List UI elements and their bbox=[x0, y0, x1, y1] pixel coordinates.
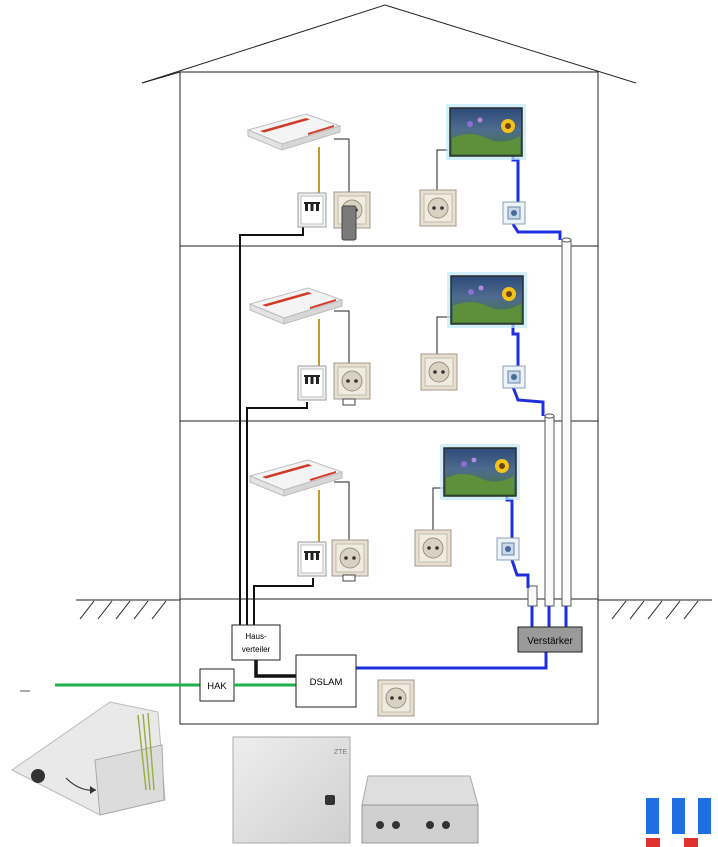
logo-icon bbox=[646, 798, 711, 847]
hausverteiler-box: Haus- verteiler bbox=[231, 624, 281, 661]
phone-socket-icon bbox=[297, 365, 327, 401]
outdoor-cabinet-icon: ZTE bbox=[232, 736, 351, 844]
roof bbox=[141, 4, 637, 84]
power-socket-icon bbox=[414, 529, 452, 567]
antenna-socket-icon bbox=[496, 537, 520, 561]
dslam-link bbox=[254, 660, 296, 678]
svg-text:Verstärker: Verstärker bbox=[527, 636, 573, 647]
antenna-socket-icon bbox=[502, 201, 526, 225]
plug-icon bbox=[342, 574, 356, 582]
power-socket-icon bbox=[420, 353, 458, 391]
router-icon bbox=[247, 113, 341, 151]
ground-hatching bbox=[76, 599, 712, 620]
svg-text:HAK: HAK bbox=[207, 681, 227, 692]
router-icon bbox=[249, 459, 343, 497]
power-socket-icon bbox=[333, 362, 371, 400]
plug-icon bbox=[341, 205, 357, 241]
coax-risers bbox=[527, 237, 572, 607]
svg-text:verteiler: verteiler bbox=[242, 645, 271, 654]
svg-text:ZTE: ZTE bbox=[334, 749, 348, 756]
power-socket-icon bbox=[419, 189, 457, 227]
svg-text:Haus-: Haus- bbox=[245, 632, 267, 641]
tv-icon bbox=[446, 271, 528, 329]
antenna-socket-icon bbox=[502, 365, 526, 389]
tv-icon bbox=[439, 443, 521, 501]
router-icon bbox=[249, 287, 343, 325]
svg-text:DSLAM: DSLAM bbox=[310, 677, 343, 688]
phone-socket-icon bbox=[297, 192, 327, 228]
verstaerker-box: Verstärker bbox=[517, 626, 583, 653]
dslam-box: DSLAM bbox=[295, 654, 357, 708]
power-socket-icon bbox=[377, 679, 415, 717]
hak-box: HAK bbox=[199, 668, 235, 702]
power-socket-icon bbox=[331, 539, 369, 577]
plug-icon bbox=[342, 398, 356, 406]
dslam-unit-icon bbox=[361, 775, 479, 844]
phone-cables bbox=[239, 226, 314, 625]
fiber-box-icon bbox=[11, 701, 166, 816]
phone-socket-icon bbox=[297, 541, 327, 577]
tv-icon bbox=[445, 103, 527, 161]
